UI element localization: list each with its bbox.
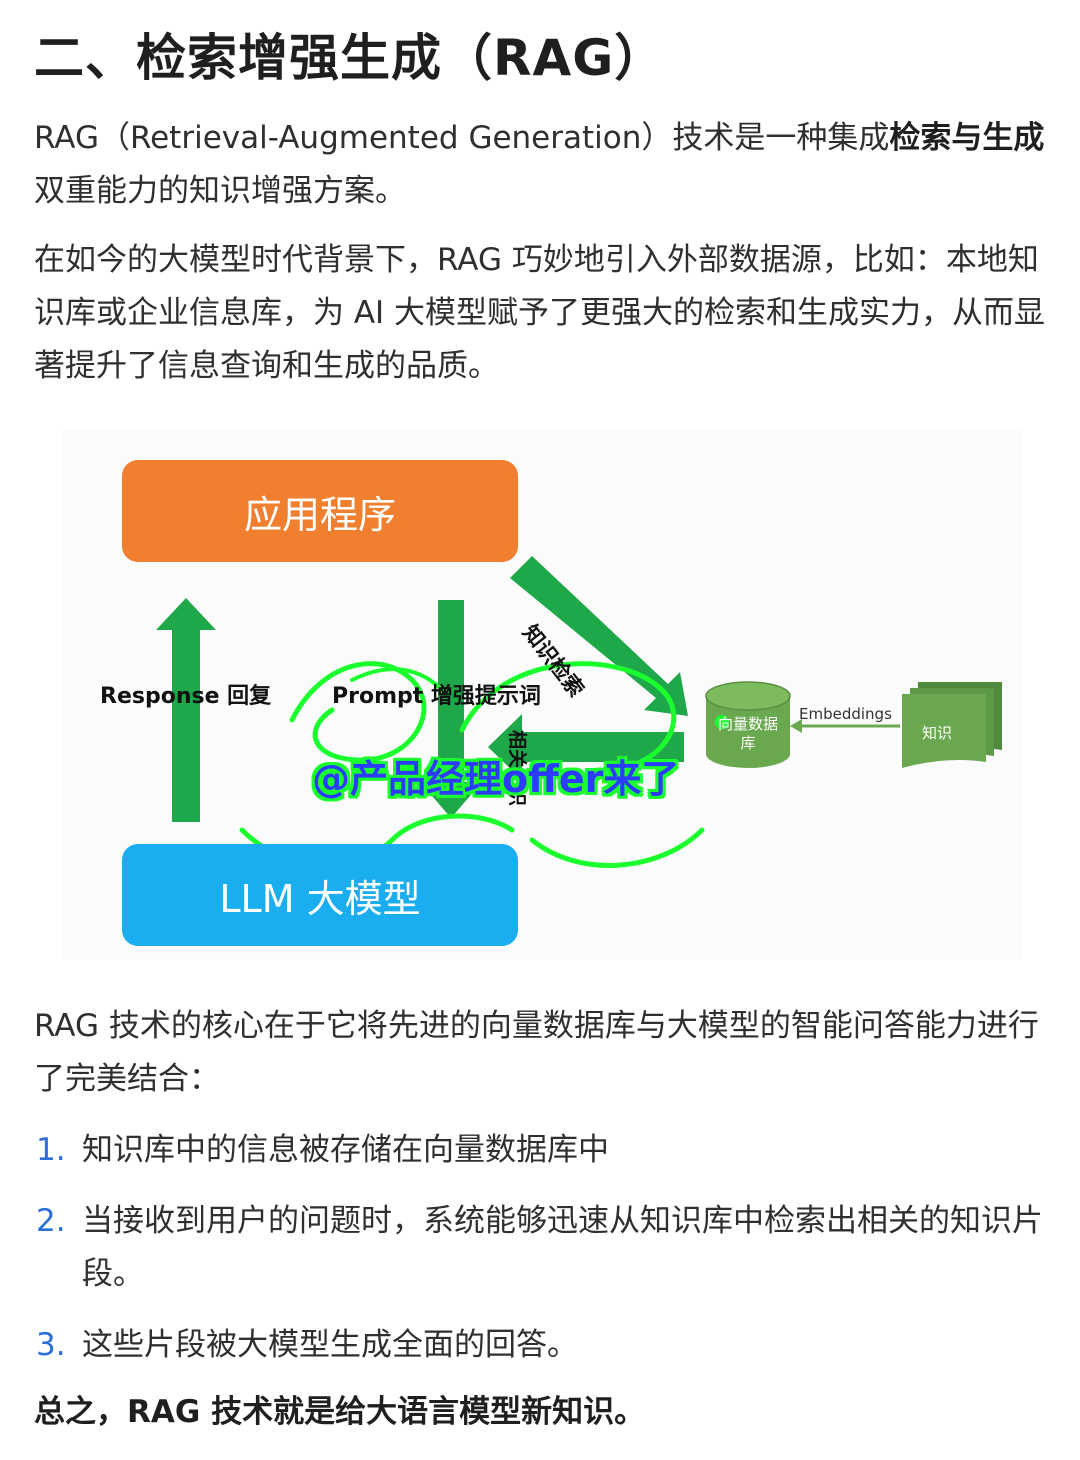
list-number: 2. xyxy=(36,1203,66,1239)
swirl-5 xyxy=(350,667,444,692)
list-item: 3. 这些片段被大模型生成全面的回答。 xyxy=(34,1319,1054,1372)
list-text: 当接收到用户的问题时，系统能够迅速从知识库中检索出相关的知识片段。 xyxy=(82,1203,1043,1292)
knowledge-arrow xyxy=(488,714,684,780)
response-arrow xyxy=(156,598,216,822)
page-title: 二、检索增强生成（RAG） xyxy=(34,29,666,87)
diagram-arrows xyxy=(156,556,1002,868)
intro-suffix: 双重能力的知识增强方案。 xyxy=(34,173,406,209)
vector-db-top xyxy=(705,681,791,711)
swirl-1 xyxy=(289,661,427,763)
rag-diagram: 应用程序 LLM 大模型 Response 回复 Prompt 增强提示词 知识… xyxy=(62,430,1022,960)
list-number: 1. xyxy=(36,1132,66,1168)
prompt-arrow xyxy=(420,600,482,818)
embeddings-arrowhead xyxy=(790,719,802,733)
vector-db-body xyxy=(706,696,790,768)
prompt-label: Prompt 增强提示词 xyxy=(332,684,541,709)
embeddings-label: Embeddings xyxy=(799,705,892,723)
context-paragraph: 在如今的大模型时代背景下，RAG 巧妙地引入外部数据源，比如：本地知识库或企业信… xyxy=(34,242,1046,384)
doc-stack-1 xyxy=(902,694,986,768)
list-text: 这些片段被大模型生成全面的回答。 xyxy=(82,1327,578,1363)
feature-list: 1. 知识库中的信息被存储在向量数据库中 2. 当接收到用户的问题时，系统能够迅速从… xyxy=(34,1124,1054,1390)
intro-paragraph: RAG（Retrieval-Augmented Generation）技术是一种… xyxy=(34,112,1064,218)
list-number: 3. xyxy=(36,1327,66,1363)
swirl-4 xyxy=(529,827,705,868)
watermark: @产品经理offer来了 xyxy=(312,757,680,801)
core-paragraph: RAG 技术的核心在于它将先进的向量数据库与大模型的智能问答能力进行了完美结合： xyxy=(34,1008,1039,1097)
list-text: 知识库中的信息被存储在向量数据库中 xyxy=(82,1132,609,1168)
vector-db-label: 向量数据库 xyxy=(717,715,778,752)
summary-text: 总之，RAG 技术就是给大语言模型新知识。 xyxy=(34,1394,646,1430)
intro-prefix: RAG（Retrieval-Augmented Generation）技术是一种… xyxy=(34,120,890,156)
green-dot xyxy=(715,715,729,729)
intro-bold: 检索与生成 xyxy=(889,120,1045,156)
application-box: 应用程序 xyxy=(122,460,518,562)
list-item: 2. 当接收到用户的问题时，系统能够迅速从知识库中检索出相关的知识片段。 xyxy=(34,1195,1054,1301)
knowledge-label: 知识 xyxy=(922,724,953,742)
response-label: Response 回复 xyxy=(100,684,272,709)
swirl-2 xyxy=(459,661,677,773)
list-item: 1. 知识库中的信息被存储在向量数据库中 xyxy=(34,1124,1054,1177)
llm-box: LLM 大模型 xyxy=(122,844,518,946)
